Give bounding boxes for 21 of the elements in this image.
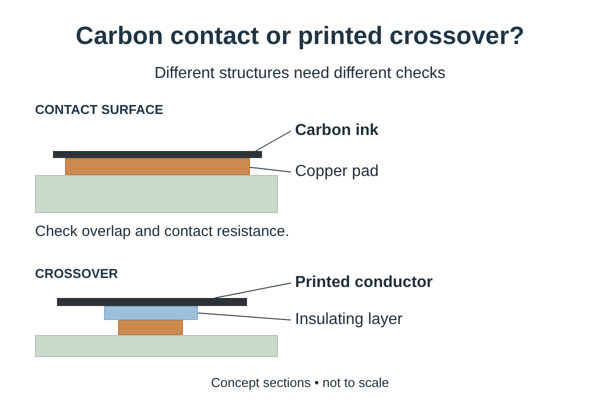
substrate [35, 175, 278, 213]
title: Carbon contact or printed crossover? [74, 21, 526, 52]
leader-line [214, 282, 292, 298]
leader-line [250, 166, 292, 172]
leader-line [198, 312, 292, 320]
leader-line [255, 130, 292, 152]
subtitle: Different structures need different checks [153, 64, 447, 84]
carbon-ink-layer [53, 151, 262, 158]
insulating-layer [104, 306, 198, 320]
section-heading: CROSSOVER [35, 265, 118, 283]
section-heading: CONTACT SURFACE [35, 101, 164, 119]
caption: Concept sections • not to scale [210, 374, 390, 392]
callout-label: Printed conductor [295, 273, 434, 293]
copper-pad [118, 320, 183, 335]
callout-label: Insulating layer [295, 310, 404, 330]
note-text: Check overlap and contact resistance. [35, 222, 290, 242]
callout-label: Carbon ink [295, 121, 380, 141]
conductor-layer [57, 298, 247, 306]
copper-pad [65, 158, 250, 175]
substrate [35, 335, 278, 357]
callout-label: Copper pad [295, 162, 380, 182]
